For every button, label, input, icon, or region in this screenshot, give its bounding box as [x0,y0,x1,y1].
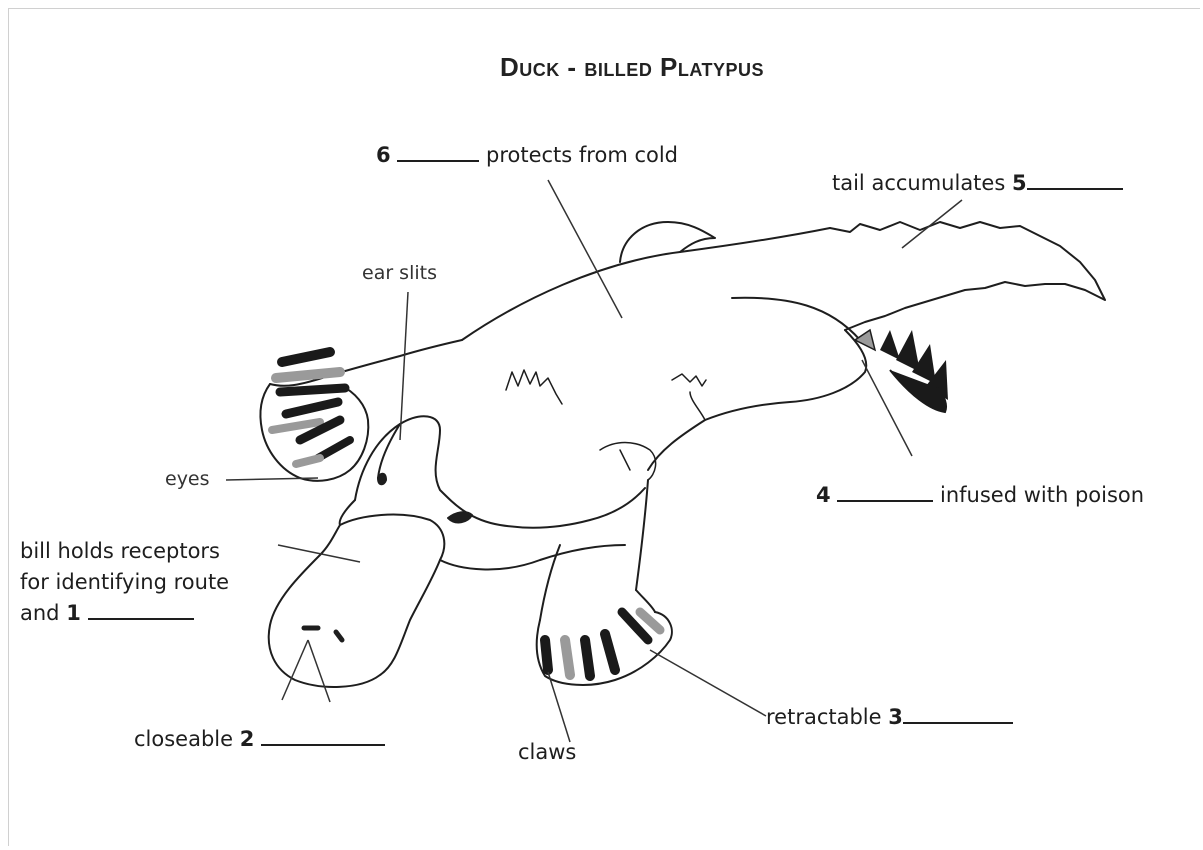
nostril-right [336,632,342,640]
eye [448,512,472,522]
answer-blank-6[interactable] [397,142,479,162]
label-ear-slits: ear slits [362,262,437,284]
answer-blank-3[interactable] [903,704,1013,724]
label-4: 4 infused with poison [816,482,1144,507]
answer-blank-5[interactable] [1027,170,1123,190]
label-3: retractable 3 [766,704,1013,729]
label-bill: bill holds receptors for identifying rou… [20,536,229,629]
left-paw-stripes [272,352,350,464]
body-back-outline [462,228,830,340]
tail-outline [830,222,1105,330]
leader-lines [226,180,962,742]
bill-outline [269,515,445,687]
label-claws: claws [518,740,576,764]
label-2: closeable 2 [134,726,385,751]
answer-blank-1[interactable] [88,600,194,620]
label-5: tail accumulates 5 [832,170,1123,195]
label-6: 6 protects from cold [376,142,678,167]
answer-blank-2[interactable] [261,726,385,746]
answer-blank-4[interactable] [837,482,933,502]
spur-claws [855,330,948,412]
back-fin [620,222,715,262]
head-outline [355,416,645,527]
label-eyes: eyes [165,468,210,490]
